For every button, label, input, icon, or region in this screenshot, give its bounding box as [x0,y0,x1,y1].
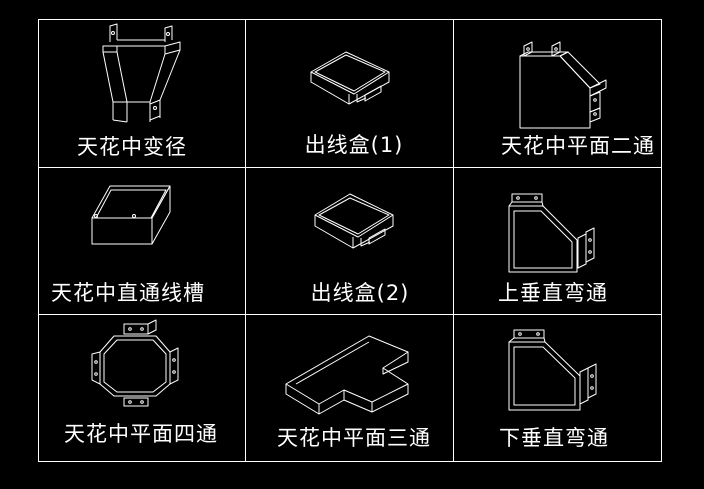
ceiling-flat-elbow-drawing [519,41,607,129]
ceiling-straight-trough-drawing [91,185,171,245]
ceiling-reducer-drawing [102,23,181,123]
label-outlet-box-1: 出线盒(1) [304,133,404,157]
ceiling-flat-tee-drawing [285,335,409,415]
outlet-box-2-drawing [314,193,394,249]
table-grid [38,19,662,462]
vertical-up-elbow-drawing [508,193,595,273]
vertical-down-elbow-drawing [508,329,597,411]
outlet-box-1-drawing [310,51,390,105]
label-ceiling-flat-tee: 天花中平面三通 [277,426,431,450]
label-outlet-box-2: 出线盒(2) [310,281,410,305]
label-vertical-up-elbow: 上垂直弯通 [498,281,608,305]
label-ceiling-flat-elbow: 天花中平面二通 [501,134,655,158]
label-ceiling-straight-trough: 天花中直通线槽 [51,281,205,305]
ceiling-flat-cross-drawing [91,319,179,407]
label-vertical-down-elbow: 下垂直弯通 [499,426,609,450]
label-ceiling-flat-cross: 天花中平面四通 [64,422,218,446]
label-ceiling-reducer: 天花中变径 [77,135,187,159]
